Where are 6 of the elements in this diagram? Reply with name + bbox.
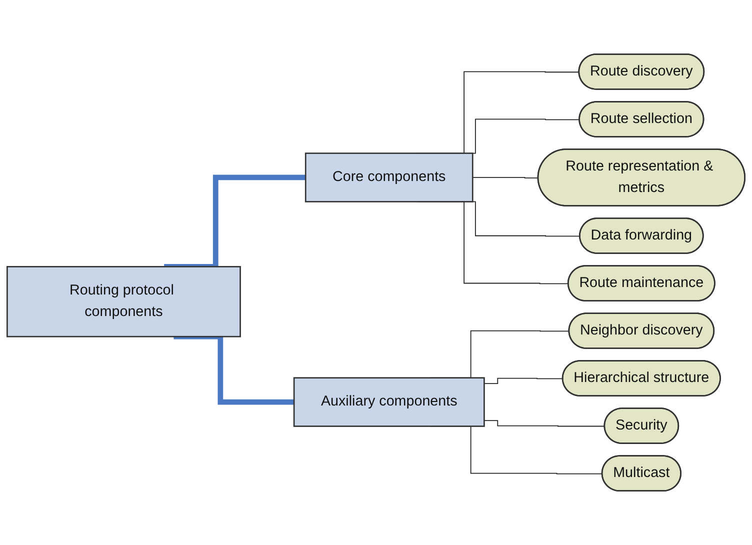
connector [484,420,606,427]
node-box: Core components [304,152,474,202]
connector [472,177,539,178]
connector [484,378,564,384]
node-box: Routing protocol components [6,266,241,338]
node-box: Auxiliary components [293,377,485,427]
